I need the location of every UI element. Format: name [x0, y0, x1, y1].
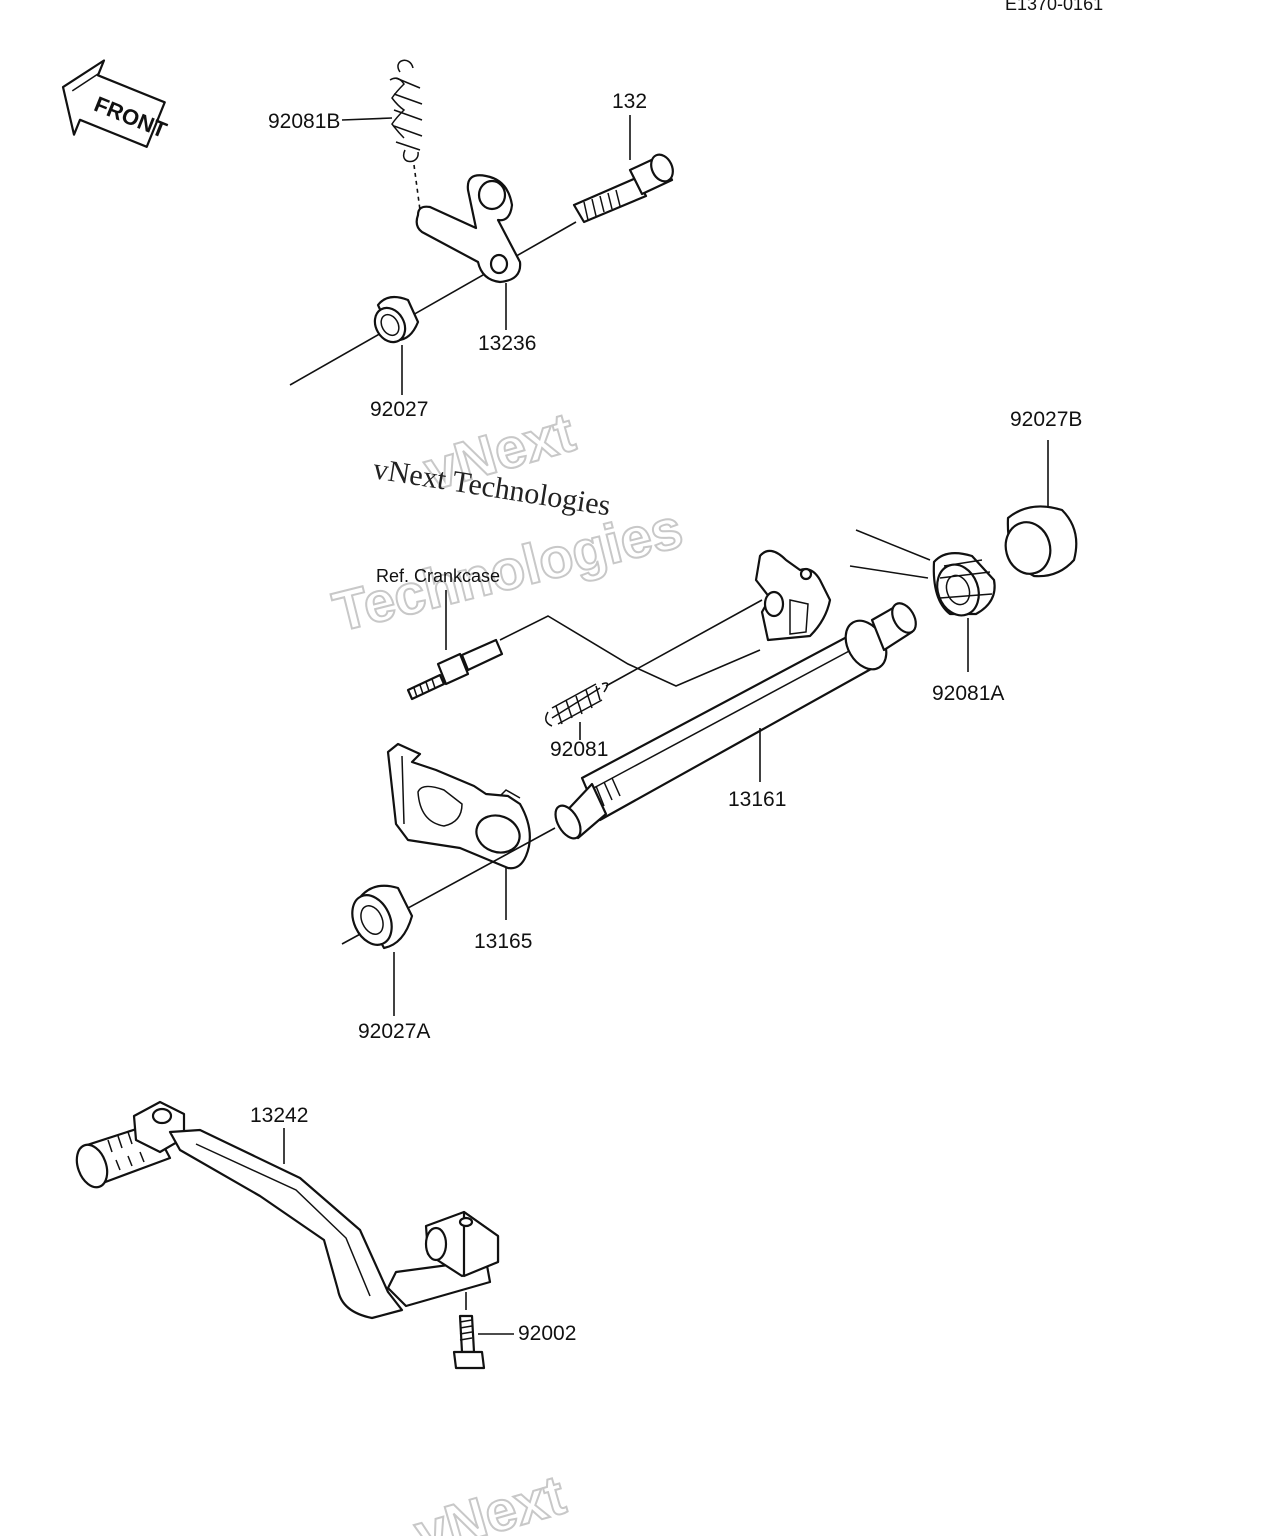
spring-92081b [389, 59, 423, 211]
label-92081: 92081 [550, 738, 608, 761]
label-ref-crankcase: Ref. Crankcase [376, 566, 500, 586]
label-13161: 13161 [728, 788, 786, 811]
bolt-92002 [452, 1292, 486, 1370]
spring-92081 [545, 682, 609, 727]
spring-link-line [605, 599, 763, 687]
stud-ref-crankcase [406, 638, 504, 701]
shift-pedal-13242 [75, 1100, 500, 1320]
front-arrow-badge: FRONT [61, 59, 171, 148]
label-132: 132 [612, 90, 647, 113]
watermark-bottom: vNext [408, 1463, 572, 1536]
plate-13165 [386, 742, 531, 870]
bushing-92027b [1004, 505, 1078, 578]
leader-92081b [341, 117, 393, 121]
label-13165: 13165 [474, 930, 532, 953]
axis-top [289, 221, 577, 386]
bushing-92027a [351, 884, 414, 950]
label-92081b: 92081B [268, 110, 340, 133]
shift-shaft-13161 [554, 549, 917, 840]
diagram-code: E1370-0161 [1005, 0, 1103, 14]
torsion-spring-92081a [849, 529, 996, 617]
label-92027: 92027 [370, 398, 428, 421]
label-92081a: 92081A [932, 682, 1004, 705]
bolt-132 [572, 153, 674, 224]
label-13236: 13236 [478, 332, 536, 355]
label-92027b: 92027B [1010, 408, 1082, 431]
label-92002: 92002 [518, 1322, 576, 1345]
label-92027a: 92027A [358, 1020, 430, 1043]
lever-13236 [415, 174, 522, 284]
bushing-92027 [373, 295, 420, 344]
ref-guide-line [499, 615, 761, 687]
label-13242: 13242 [250, 1104, 308, 1127]
